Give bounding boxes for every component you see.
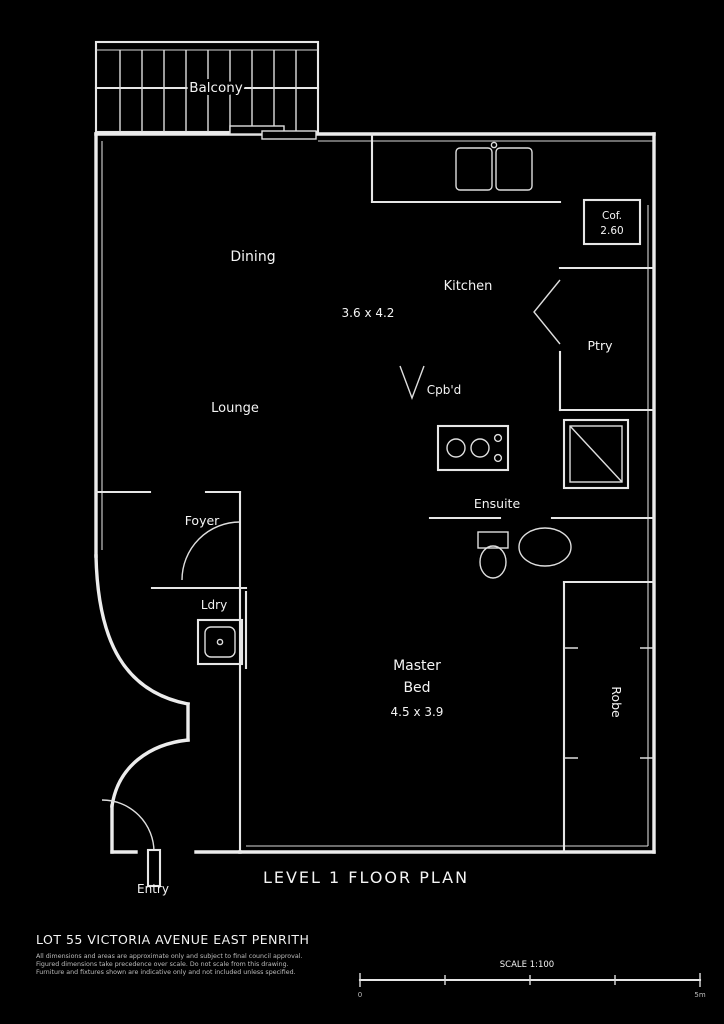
dining-dims: 3.6 x 4.2 xyxy=(342,306,395,320)
balcony-label: Balcony xyxy=(189,80,243,96)
kitchen-bench xyxy=(370,132,562,204)
note-line-1: All dimensions and areas are approximate… xyxy=(36,953,302,960)
interior-walls xyxy=(94,490,242,854)
ensuite-walls xyxy=(428,516,656,584)
entry-door xyxy=(101,799,162,888)
ceiling-note-line2: 2.60 xyxy=(600,225,623,237)
toilet xyxy=(477,531,509,579)
balcony-slider-door xyxy=(229,125,317,140)
shower xyxy=(562,418,630,490)
ceiling-note-line1: Cof. xyxy=(602,210,622,222)
laundry-label: Ldry xyxy=(201,598,227,612)
note-line-2: Figured dimensions take precedence over … xyxy=(36,961,289,968)
robe-walls xyxy=(562,580,654,854)
scale-label: SCALE 1:100 xyxy=(500,960,554,970)
fridge-space xyxy=(582,198,642,246)
cooktop xyxy=(436,424,510,472)
entry-label: Entry xyxy=(137,882,169,896)
master-bed-label-line2: Bed xyxy=(403,680,430,696)
scale-start-label: 0 xyxy=(358,991,362,999)
foyer-label: Foyer xyxy=(185,513,220,528)
kitchen-label: Kitchen xyxy=(444,279,493,294)
laundry xyxy=(150,586,248,670)
pantry-label: Ptry xyxy=(588,338,614,353)
pantry-walls xyxy=(533,266,656,412)
ensuite-label: Ensuite xyxy=(474,496,521,511)
document-title: LOT 55 VICTORIA AVENUE EAST PENRITH xyxy=(36,932,309,947)
master-bed-label-line1: Master xyxy=(393,658,441,674)
scale-end-label: 5m xyxy=(694,991,705,999)
exterior-walls xyxy=(94,132,656,854)
plan-title: LEVEL 1 FLOOR PLAN xyxy=(263,868,469,887)
dining-label: Dining xyxy=(230,249,275,265)
scale-bar xyxy=(358,973,702,987)
balcony-railing xyxy=(94,40,320,134)
master-bed-dims: 4.5 x 3.9 xyxy=(391,705,444,719)
kitchen-sink xyxy=(455,141,533,191)
robe-label: Robe xyxy=(609,686,624,718)
vanity xyxy=(518,527,572,567)
cupboard-door xyxy=(399,365,425,400)
note-line-3: Furniture and fixtures shown are indicat… xyxy=(36,969,296,976)
cupboard-label: Cpb'd xyxy=(427,383,462,397)
lounge-label: Lounge xyxy=(211,401,259,416)
